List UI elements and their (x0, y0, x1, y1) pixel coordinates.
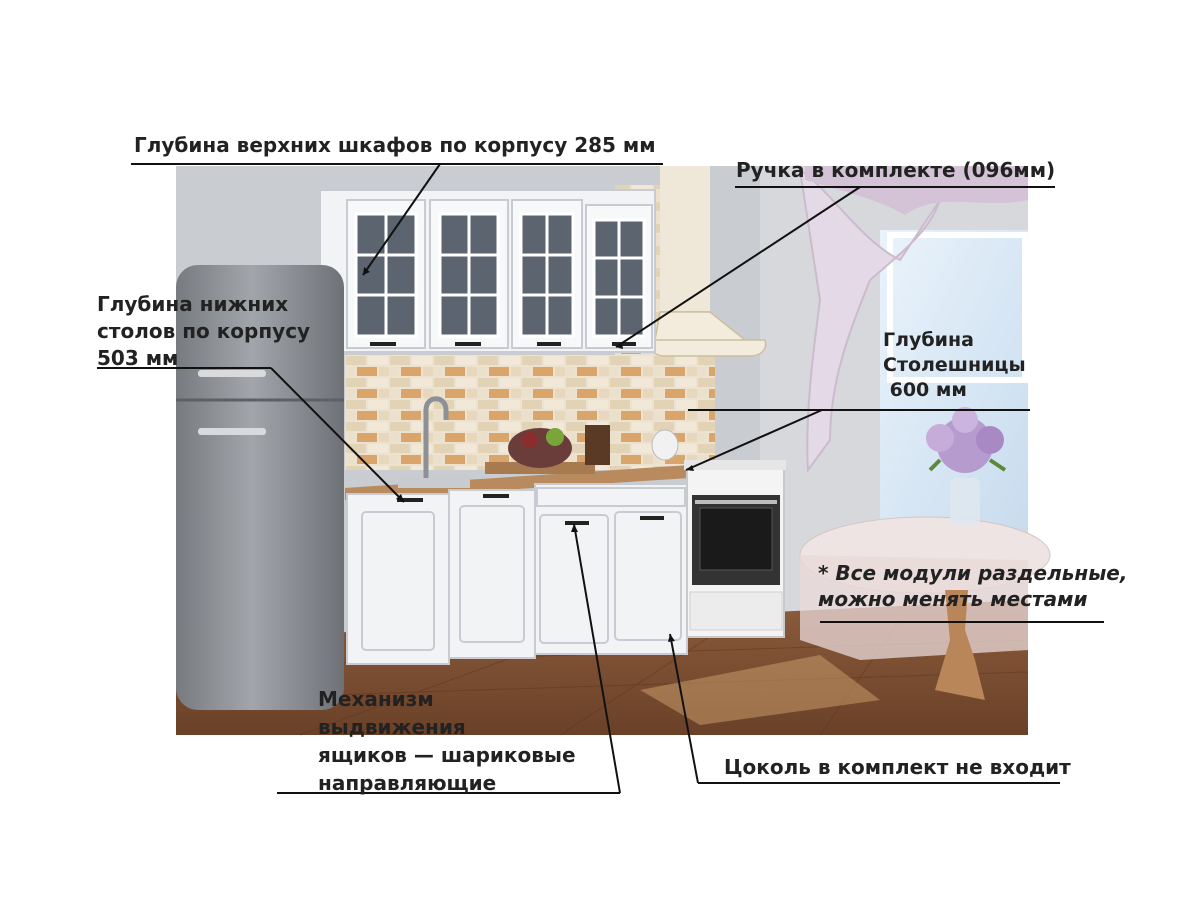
sunlight-patch (640, 655, 880, 725)
hood-chimney (660, 166, 710, 311)
modules-note-line-2: можно менять местами (818, 587, 1088, 611)
table-leg (935, 590, 985, 700)
lower-depth-line-1: Глубина нижних (97, 292, 289, 316)
modules-note-line-1: * Все модули раздельные, (818, 561, 1128, 585)
handle-label: Ручка в комплекте (096мм) (736, 158, 1056, 182)
lower-cabinets (346, 483, 688, 665)
drawer-line-4: направляющие (318, 771, 497, 795)
oven-handle (695, 500, 777, 504)
fridge-handle-bottom (198, 428, 266, 435)
kettle (651, 429, 679, 461)
curtain (798, 167, 941, 473)
modules-note: * Все модули раздельные, можно менять ме… (818, 560, 1127, 612)
countertop-line-2: Столешницы (883, 354, 1026, 376)
countertop-line-3: 600 мм (883, 379, 967, 401)
drawer-line-1: Механизм (318, 687, 434, 711)
drawer-line-2: выдвижения (318, 715, 466, 739)
curtain-top (805, 166, 1028, 215)
stove-drawer (689, 591, 783, 631)
lower-cabinets-depth-label: Глубина нижних столов по корпусу 503 мм (97, 291, 310, 372)
fridge-handle-top (198, 370, 266, 377)
countertop-depth-label: Глубина Столешницы 600 мм (883, 328, 1026, 403)
faucet (423, 396, 449, 478)
drawer-line-3: ящиков — шариковые (318, 743, 576, 767)
drawer-mechanism-label: Механизм выдвижения ящиков — шариковые н… (318, 685, 576, 797)
lower-depth-line-2: столов по корпусу (97, 319, 311, 343)
upper-handles (370, 342, 636, 346)
lower-depth-line-3: 503 мм (97, 346, 179, 370)
countertop-line-1: Глубина (883, 329, 974, 351)
window-frame (887, 232, 1028, 383)
tablecloth (800, 555, 1028, 660)
stove-top (684, 460, 786, 470)
sink (398, 474, 470, 488)
range-hood (648, 311, 767, 357)
plinth-label: Цоколь в комплект не входит (724, 755, 1071, 779)
oven-window (699, 507, 773, 571)
vase (950, 478, 980, 526)
cabinet-glass-panes (354, 212, 646, 338)
upper-cabinets-depth-label: Глубина верхних шкафов по корпусу 285 мм (134, 133, 656, 157)
bottles (585, 425, 610, 465)
lower-handles (397, 494, 664, 525)
